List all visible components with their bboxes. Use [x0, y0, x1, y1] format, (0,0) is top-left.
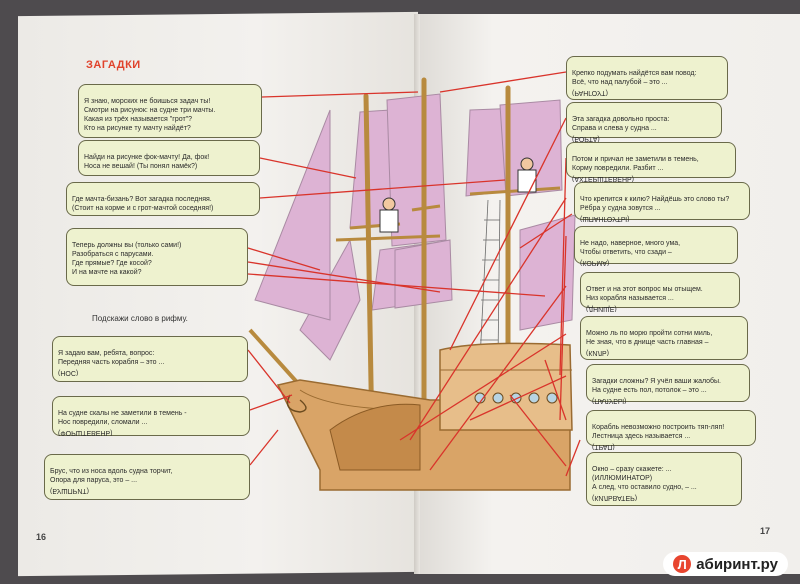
sails — [254, 93, 576, 361]
riddle-box-bottom: Ответ и на этот вопрос мы отыщем. Низ ко… — [580, 272, 740, 312]
riddle-answer: (КИЛЬ) — [586, 349, 609, 356]
riddle-answer: (ДНИЩЕ) — [586, 305, 617, 312]
labirint-logo-icon: Л — [673, 555, 692, 573]
riddle-text: Ответ и на этот вопрос мы отыщем. Низ ко… — [586, 286, 703, 302]
riddle-box-bow: Я задаю вам, ребята, вопрос: Передняя ча… — [52, 336, 248, 382]
riddle-box-keel: Можно ль по морю пройти сотни миль, Не з… — [580, 316, 748, 360]
riddle-box-frames: Что крепится к килю? Найдёшь это слово т… — [574, 182, 750, 222]
riddle-text: Потом и причал не заметили в темень, Кор… — [572, 156, 699, 172]
riddle-text: Корабль невозможно построить тяп-ляп! Ле… — [592, 424, 725, 440]
riddle-text: Найди на рисунке фок-мачту! Да, фок! Нос… — [84, 154, 210, 170]
rhyme-hint: Подскажи слово в рифму. — [92, 314, 188, 323]
riddle-text: Что крепится к килю? Найдёшь это слово т… — [580, 196, 730, 212]
riddle-text: Окно – сразу скажете: ... (ИЛЛЮМИНАТОР) … — [592, 466, 697, 491]
yards — [335, 186, 561, 242]
page-number-left: 16 — [36, 532, 47, 542]
riddle-box-decks: Загадки сложны? Я учёл ваши жалобы. На с… — [586, 364, 750, 404]
pointer-lines — [247, 71, 581, 477]
watermark-badge: Л абиринт.ру — [663, 552, 788, 576]
riddle-answer: (ШПАНГОУТЫ) — [580, 215, 630, 222]
riddle-box-sternpost: Потом и причал не заметили в темень, Кор… — [566, 142, 736, 182]
riddle-box-mainmast: Я знаю, морских не боишься задач ты! Смо… — [78, 84, 262, 138]
rigging-ladder — [479, 199, 501, 361]
riddle-box-spars: Крепко подумать найдётся вам повод: Всё,… — [566, 56, 728, 100]
riddle-box-porthole-wake: Окно – сразу скажете: ... (ИЛЛЮМИНАТОР) … — [586, 452, 742, 506]
riddle-box-ladder: Корабль невозможно построить тяп-ляп! Ле… — [586, 410, 756, 450]
riddle-text: Брус, что из носа вдоль судна торчит, Оп… — [50, 468, 173, 484]
riddle-text: Можно ль по морю пройти сотни миль, Не з… — [586, 330, 713, 346]
page-title: ЗАГАДКИ — [86, 59, 141, 71]
riddle-answer: (БУШПРИТ) — [50, 487, 89, 494]
riddle-answer: (РАНГОУТ) — [572, 89, 608, 96]
riddle-text: Я знаю, морских не боишься задач ты! Смо… — [84, 98, 216, 132]
riddle-box-foremast: Найди на рисунке фок-мачту! Да, фок! Нос… — [78, 140, 260, 176]
riddle-text: Где мачта-бизань? Вот загадка последняя.… — [72, 196, 214, 212]
riddle-text: На судне скалы не заметили в темень - Но… — [58, 410, 187, 426]
riddle-answer: (НОС) — [58, 369, 79, 376]
riddle-text: Загадки сложны? Я учёл ваши жалобы. На с… — [592, 378, 722, 394]
riddle-box-mizzenmast: Где мачта-бизань? Вот загадка последняя.… — [66, 182, 260, 216]
riddle-box-sides: Эта загадка довольно проста: Справа и сл… — [566, 102, 722, 142]
riddle-text: Теперь должны вы (только сами!) Разобрат… — [72, 242, 182, 276]
riddle-box-stem: На судне скалы не заметили в темень - Но… — [52, 396, 250, 436]
riddle-text: Не надо, наверное, много ума, Чтобы отве… — [580, 240, 681, 256]
riddle-box-stern: Не надо, наверное, много ума, Чтобы отве… — [574, 226, 738, 266]
riddle-answer: (ТРАП) — [592, 443, 615, 450]
riddle-box-bowsprit: Брус, что из носа вдоль судна торчит, Оп… — [44, 454, 250, 500]
riddle-answer: (КОРМА) — [580, 259, 610, 266]
riddle-box-sails: Теперь должны вы (только сами!) Разобрат… — [66, 228, 248, 286]
sailor-figures — [379, 157, 537, 233]
riddle-answer: (КИЛЬВАТЕР) — [592, 494, 638, 501]
page-number-right: 17 — [760, 526, 771, 536]
riddle-answer: (ПАЛУБЫ) — [592, 397, 627, 404]
riddle-answer: (ФОРШТЕВЕНЬ) — [58, 429, 113, 436]
riddle-text: Эта загадка довольно проста: Справа и сл… — [572, 116, 670, 132]
riddle-text: Я задаю вам, ребята, вопрос: Передняя ча… — [58, 350, 165, 366]
riddle-text: Крепко подумать найдётся вам повод: Всё,… — [572, 70, 697, 86]
watermark-text: абиринт.ру — [696, 555, 778, 573]
